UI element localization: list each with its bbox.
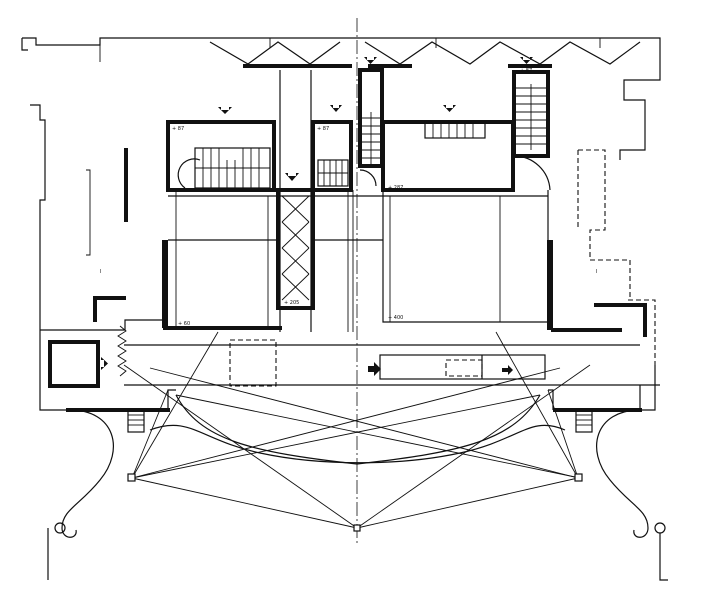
arrow-right-icon — [101, 357, 108, 370]
central-stair-tower — [358, 68, 384, 187]
left-kiosk — [48, 340, 100, 388]
elevation-left-room: + 87 — [172, 126, 184, 132]
elevation-left-lower: + 60 — [178, 321, 190, 327]
left-outer-wall: I — [30, 104, 128, 330]
arrow-right-icon — [368, 362, 381, 376]
arrow-right-icon — [502, 365, 513, 375]
right-upper-stair — [424, 121, 486, 139]
column-symbol-right: I — [596, 269, 597, 275]
dashed-booth — [229, 339, 277, 387]
right-kiosk — [379, 354, 546, 380]
elevation-right-mid: + 287 — [388, 185, 403, 191]
building-core: + 87 + 87 — [162, 68, 656, 365]
forecourt — [39, 319, 660, 412]
arrow-down-icon — [443, 105, 456, 112]
elevation-mid-room: + 87 — [317, 126, 329, 132]
entrance-arrows — [101, 57, 533, 376]
right-outer-wall: I — [577, 45, 661, 300]
sight-lines — [123, 331, 591, 529]
arrow-down-icon — [520, 57, 533, 64]
elevation-right-lower: + 400 — [388, 315, 403, 321]
left-upper-stair — [177, 147, 271, 189]
top-wall — [21, 37, 661, 62]
arrow-down-icon — [285, 173, 299, 181]
right-stair-tower — [512, 70, 551, 191]
viewpoint-markers — [127, 473, 583, 532]
mid-upper-stair — [317, 159, 349, 187]
elevation-right-stair: + 87 — [520, 68, 532, 74]
left-upper-room — [166, 120, 276, 192]
central-shaft: + 205 — [276, 188, 315, 310]
arrow-down-icon — [330, 105, 342, 112]
arrow-down-icon — [218, 107, 232, 114]
arrow-down-icon — [364, 57, 377, 64]
roof-truss-zigzag — [209, 41, 641, 68]
column-symbol-left: I — [100, 269, 101, 275]
elevation-shaft: + 205 — [284, 300, 299, 306]
right-small-stair — [575, 409, 593, 433]
mid-upper-room — [311, 120, 353, 192]
left-small-stair — [127, 409, 145, 433]
curved-boundary — [47, 394, 668, 581]
